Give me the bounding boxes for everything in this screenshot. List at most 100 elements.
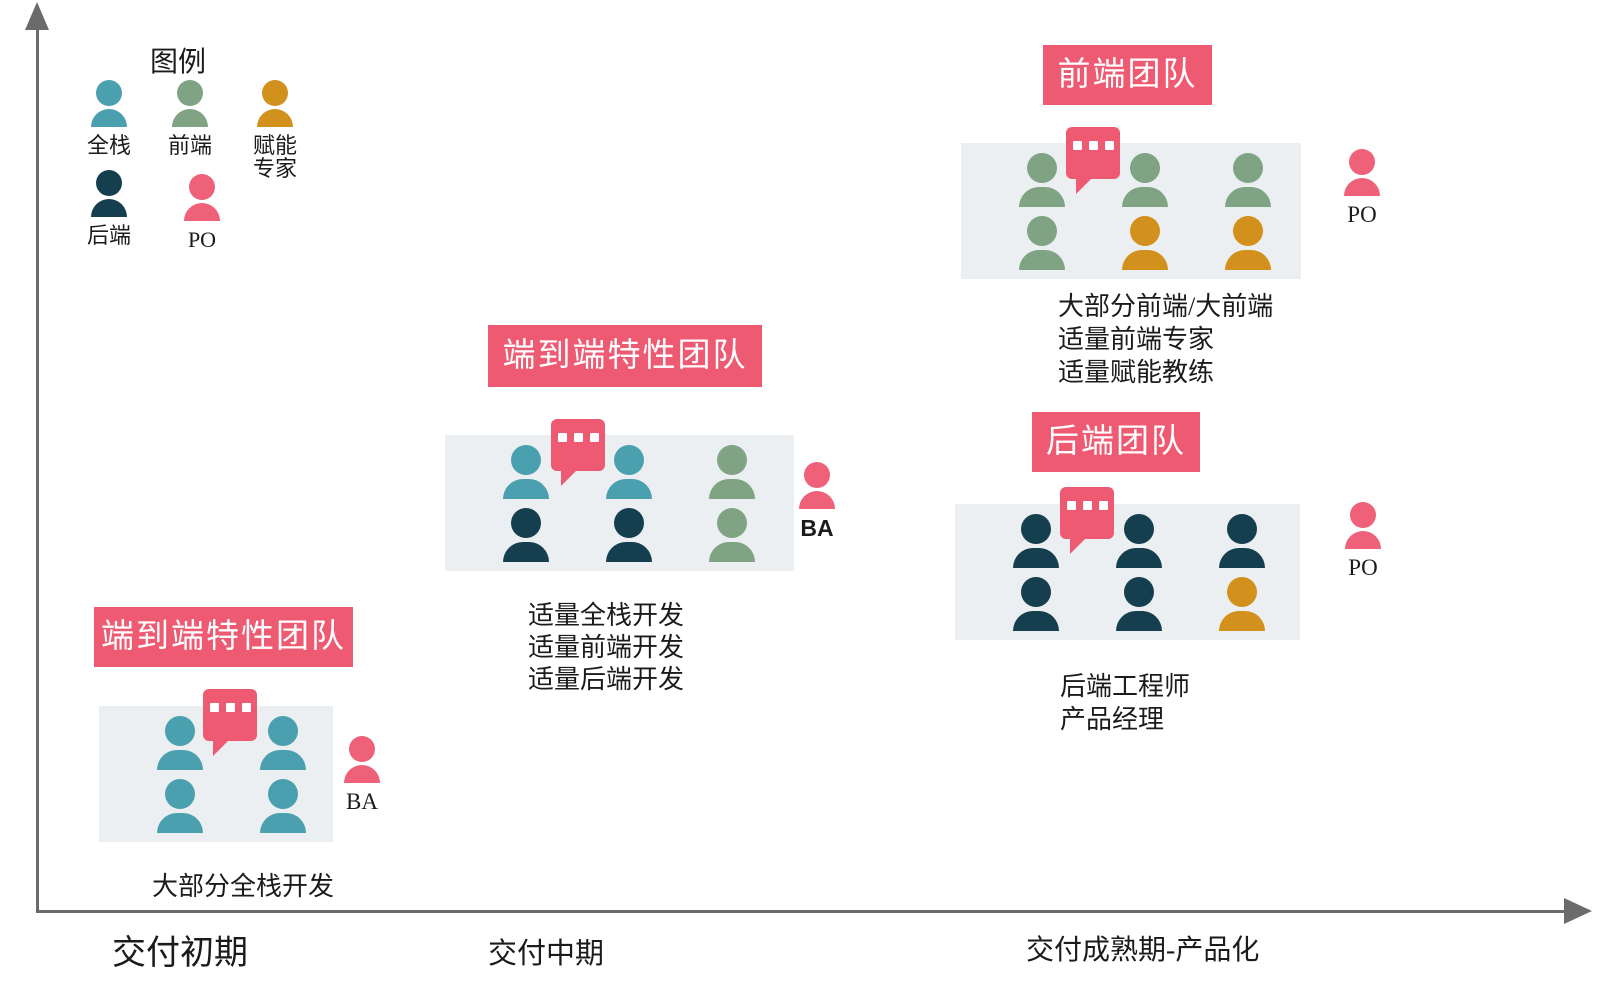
person-row [158,80,222,128]
person-icon-fullstack [260,716,306,770]
person-row [445,445,794,499]
ba-person-icon-holder [332,736,392,784]
person-row [99,779,333,833]
speech-bubble-icon [1066,127,1120,194]
legend-item-label: PO [187,227,217,252]
speech-bubble-icon [1060,487,1114,554]
legend-item-label: 后端 [86,223,131,248]
person-row [961,153,1301,207]
person-row [445,508,794,562]
caption-line: 适量前端开发 [528,633,685,662]
person-row [787,462,847,510]
speech-bubble-icon [203,689,257,756]
person-icon-fullstack [157,716,203,770]
person-icon-enabler [1225,216,1271,270]
person-icon-backend [1116,514,1162,568]
person-icon-po [184,174,220,222]
person-icon-frontend [1122,153,1168,207]
legend-item-enabler: 赋能 专家 [243,80,307,180]
person-icon-fullstack [91,80,127,128]
person-icon-po [799,462,835,510]
person-row [243,80,307,128]
person-row [77,170,141,218]
team-backend-side-figure: PO [1333,502,1393,581]
caption-line: 适量前端专家 [1058,325,1215,354]
speech-bubble-icon [551,419,605,486]
person-icon-fullstack [157,779,203,833]
person-row [332,736,392,784]
team-backend-box [955,504,1300,640]
x-axis-label-mid: 交付中期 [488,938,605,970]
ellipsis-dots-icon [557,433,599,442]
legend-item-backend: 后端 [77,170,141,247]
ellipsis-dots-icon [1066,501,1108,510]
person-row [77,80,141,128]
person-row [1332,149,1392,197]
legend-enabler-label-line1: 赋能 [252,133,297,158]
team-early-banner: 端到端特性团队 [94,607,353,667]
caption-line: 大部分前端/大前端 [1058,292,1274,321]
person-icon-enabler [1122,216,1168,270]
person-icon-frontend [709,445,755,499]
po-person-icon-holder [1332,149,1392,197]
legend-item-label: 前端 [167,133,212,158]
caption-line: 大部分全栈开发 [152,872,335,901]
legend-item-po: PO [170,174,234,251]
person-icon-frontend [1225,153,1271,207]
person-row [170,174,234,222]
person-icon-fullstack [606,445,652,499]
x-axis-label-early: 交付初期 [112,935,248,972]
person-icon-backend [1219,514,1265,568]
person-icon-frontend [1019,216,1065,270]
person-icon-enabler [1219,577,1265,631]
caption-line: 适量全栈开发 [528,601,685,630]
legend-item-label: 赋能 专家 [243,134,307,180]
person-icon-po [344,736,380,784]
team-frontend-side-figure: PO [1332,149,1392,228]
legend-item-fullstack: 全栈 [77,80,141,157]
team-mid-box [445,435,794,571]
team-frontend-box [961,143,1301,279]
team-early-side-figure: BA [332,736,392,815]
legend-frontend-icon-holder [158,80,222,128]
person-icon-fullstack [503,445,549,499]
legend-enabler-label-line2: 专家 [252,156,297,181]
caption-line: 产品经理 [1060,705,1165,734]
legend-title: 图例 [150,47,207,78]
team-backend-banner: 后端团队 [1032,412,1200,472]
side-role-label: BA [346,789,378,814]
y-axis-line [36,14,39,913]
person-icon-frontend [172,80,208,128]
person-icon-enabler [257,80,293,128]
legend-item-frontend: 前端 [158,80,222,157]
person-icon-backend [606,508,652,562]
caption-line: 适量后端开发 [528,665,685,694]
person-icon-fullstack [260,779,306,833]
x-axis-line [36,910,1570,913]
legend-po-icon-holder [170,174,234,222]
person-row [961,216,1301,270]
po-person-icon-holder [1333,502,1393,550]
person-row [955,514,1300,568]
person-icon-backend [1013,514,1059,568]
ba-person-icon-holder [787,462,847,510]
team-mid-caption: 适量全栈开发 适量前端开发 适量后端开发 [528,600,684,696]
ellipsis-dots-icon [1072,141,1114,150]
team-mid-side-figure: BA [787,462,847,542]
person-row [955,577,1300,631]
team-frontend-caption: 大部分前端/大前端 适量前端专家 适量赋能教练 [1058,290,1273,389]
person-icon-frontend [709,508,755,562]
x-axis-label-mature: 交付成熟期-产品化 [1026,935,1260,966]
person-icon-po [1345,502,1381,550]
caption-line: 适量赋能教练 [1058,358,1215,387]
x-axis-arrowhead-icon [1564,898,1592,924]
team-mid-banner: 端到端特性团队 [488,325,762,387]
person-icon-backend [1116,577,1162,631]
team-backend-caption: 后端工程师 产品经理 [1060,670,1190,736]
y-axis-arrowhead-icon [25,2,49,30]
ellipsis-dots-icon [209,703,251,712]
person-icon-backend [91,170,127,218]
person-icon-backend [503,508,549,562]
person-row [99,716,333,770]
